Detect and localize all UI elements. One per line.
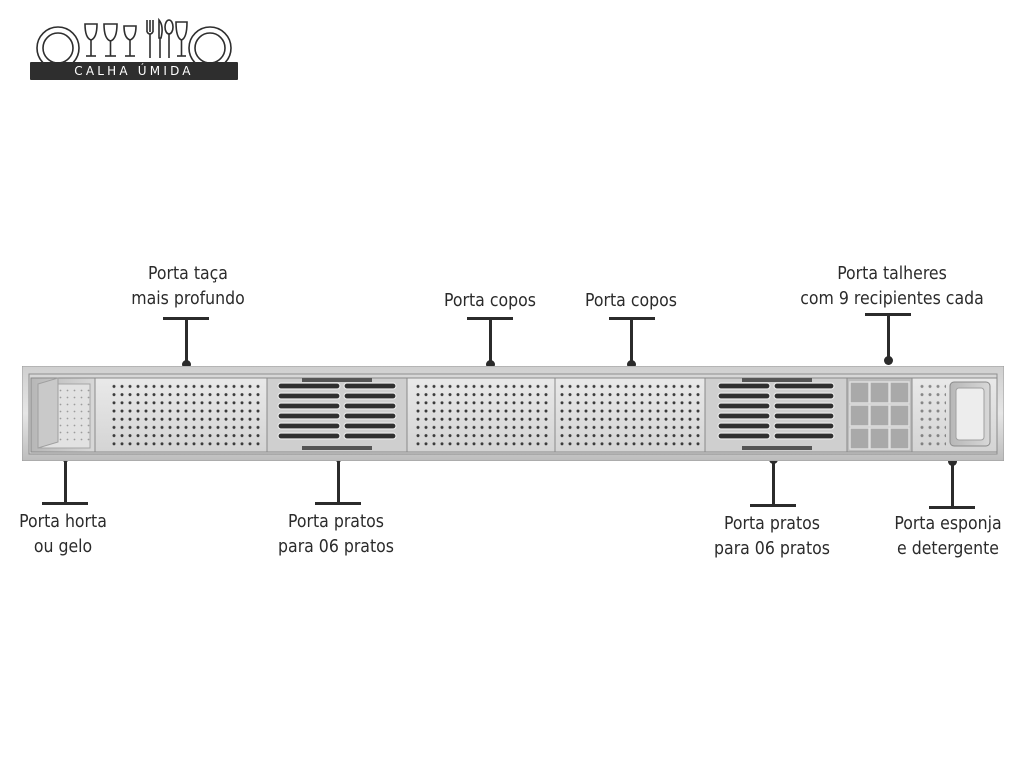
brand-name: CALHA ÚMIDA [30, 62, 238, 80]
porta-pratos-module-1 [266, 377, 408, 453]
wine-glass-icon [103, 23, 118, 57]
wine-glass-icon [123, 25, 137, 57]
porta-pratos-module-2 [704, 377, 848, 453]
plate-icon [188, 26, 232, 62]
spoon-icon [164, 19, 174, 58]
porta-copos-module-1 [406, 377, 556, 453]
porta-horta-module [30, 377, 96, 453]
porta-esponja-module [911, 377, 998, 453]
porta-copos-module-2 [554, 377, 706, 453]
knife-icon [158, 17, 163, 58]
porta-taca-module [94, 377, 268, 453]
fork-icon [146, 20, 154, 58]
plate-icon [36, 26, 80, 62]
calha-umida-trough [22, 366, 1004, 461]
porta-talheres-module [846, 377, 913, 453]
wine-glass-icon [84, 23, 98, 57]
brand-logo: CALHA ÚMIDA [28, 16, 240, 82]
wine-glass-icon [175, 21, 188, 57]
label-porta-copos-1: Porta copos [444, 291, 536, 311]
label-porta-copos-2: Porta copos [585, 291, 677, 311]
tableware-icons [36, 17, 232, 62]
